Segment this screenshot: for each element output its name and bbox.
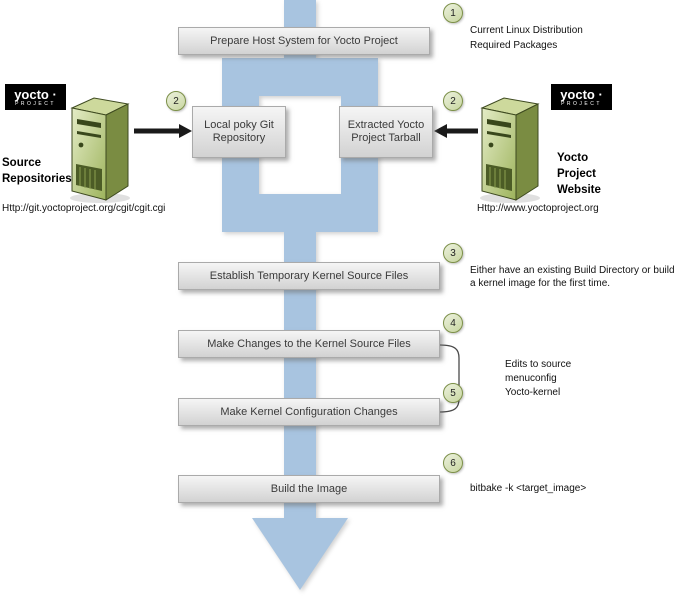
annotation-line: a kernel image for the first time.: [470, 278, 611, 289]
annotation-line: Edits to source: [505, 359, 572, 370]
source-repositories-url: Http://git.yoctoproject.org/cgit/cgit.cg…: [2, 203, 166, 214]
step-2-badge-right: 2: [443, 91, 463, 111]
label-line: Project: [557, 168, 596, 180]
annotation-line: Yocto-kernel: [505, 387, 561, 398]
yocto-logo-subtext: PROJECT: [15, 100, 56, 107]
flow-arrowhead: [252, 518, 348, 590]
annotation-line: Either have an existing Build Directory …: [470, 265, 674, 276]
annotation-line: Required Packages: [470, 40, 558, 51]
label-line: Yocto: [557, 152, 589, 164]
step-4-badge: 4: [443, 313, 463, 333]
step-6-annotation: bitbake -k <target_image>: [470, 483, 586, 494]
extracted-tarball-box: Extracted Yocto Project Tarball: [339, 106, 433, 158]
edits-annotation: Edits to source menuconfig Yocto-kernel: [505, 358, 571, 400]
step-3-badge: 3: [443, 243, 463, 263]
step-1-badge: 1: [443, 3, 463, 23]
prepare-host-box: Prepare Host System for Yocto Project: [178, 27, 430, 55]
step-2-badge-left: 2: [166, 91, 186, 111]
annotation-line: menuconfig: [505, 373, 557, 384]
build-image-box: Build the Image: [178, 475, 440, 503]
yocto-logo-subtext: PROJECT: [561, 100, 602, 107]
label-line: Website: [557, 184, 601, 196]
establish-kernel-sources-box: Establish Temporary Kernel Source Files: [178, 262, 440, 290]
yocto-logo-text: yocto ·: [560, 86, 603, 102]
left-connector-arrow: [134, 124, 192, 138]
yocto-logo-left: yocto · PROJECT: [5, 84, 66, 110]
make-changes-box: Make Changes to the Kernel Source Files: [178, 330, 440, 358]
yocto-logo-right: yocto · PROJECT: [551, 84, 612, 110]
local-poky-box: Local poky Git Repository: [192, 106, 286, 158]
source-repositories-label: Source Repositories: [2, 155, 72, 187]
kernel-config-box: Make Kernel Configuration Changes: [178, 398, 440, 426]
server-icon-left: [70, 97, 130, 203]
label-line: Repositories: [2, 173, 72, 185]
step-5-badge: 5: [443, 383, 463, 403]
edits-bracket: [439, 344, 460, 413]
step-1-annotation: Current Linux Distribution Required Pack…: [470, 23, 583, 53]
yocto-website-url: Http://www.yoctoproject.org: [477, 203, 599, 214]
step-3-annotation: Either have an existing Build Directory …: [470, 264, 674, 290]
yocto-logo-text: yocto ·: [14, 86, 57, 102]
label-line: Source: [2, 157, 41, 169]
step-6-badge: 6: [443, 453, 463, 473]
annotation-line: bitbake -k <target_image>: [470, 483, 587, 494]
annotation-line: Current Linux Distribution: [470, 25, 583, 36]
server-icon-right: [480, 97, 540, 203]
right-connector-arrow: [434, 124, 478, 138]
yocto-website-label: Yocto Project Website: [557, 150, 601, 198]
